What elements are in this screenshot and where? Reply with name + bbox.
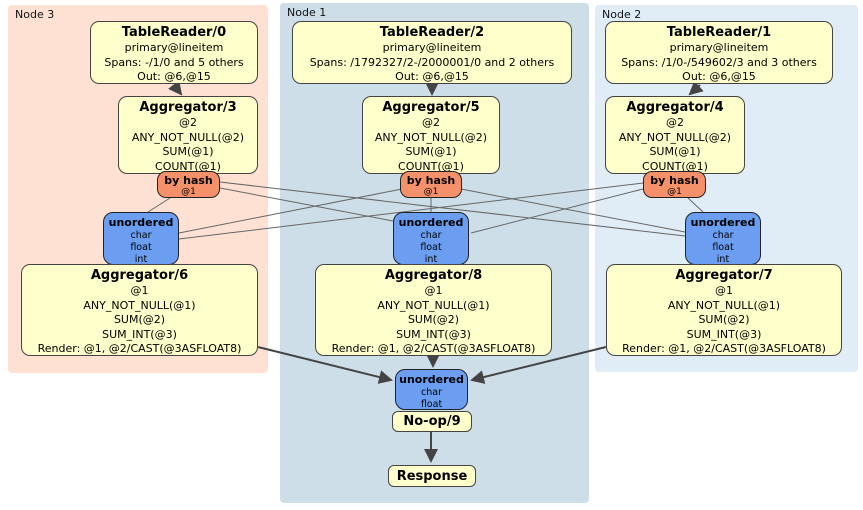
sync-line: char (421, 387, 442, 398)
router-title: by hash (164, 174, 213, 187)
sync-title: unordered (398, 216, 464, 229)
processor-line: @2 (179, 116, 197, 129)
sync-line: float (420, 399, 443, 410)
node-1-label: Node 1 (287, 6, 327, 19)
sync-line: float (130, 242, 152, 253)
sync-title: unordered (399, 373, 464, 386)
aggregator-5-box: Aggregator/5 @2 ANY_NOT_NULL(@2) SUM(@1)… (362, 96, 500, 174)
sync-line: int (716, 254, 730, 265)
sync-line: char (130, 230, 152, 241)
processor-title: Aggregator/7 (675, 268, 773, 283)
processor-title: Aggregator/4 (626, 100, 724, 115)
processor-line: Out: @6,@15 (682, 70, 756, 83)
processor-line: @1 (715, 284, 733, 297)
aggregator-4-box: Aggregator/4 @2 ANY_NOT_NULL(@2) SUM(@1)… (605, 96, 745, 174)
processor-line: @1 (424, 284, 443, 297)
node-2-label: Node 2 (602, 8, 642, 21)
sync-title: unordered (690, 216, 756, 229)
unordered-sync-node2: unordered char float int (685, 212, 761, 265)
processor-line: @2 (422, 116, 440, 129)
router-title: by hash (650, 174, 699, 187)
processor-line: SUM(@2) (113, 313, 166, 326)
processor-line: SUM(@2) (407, 313, 460, 326)
processor-title: TableReader/1 (666, 25, 772, 40)
processor-line: SUM(@1) (162, 145, 214, 158)
processor-line: COUNT(@1) (642, 159, 708, 173)
processor-line: primary@lineitem (124, 41, 224, 54)
tablereader-1-box: TableReader/1 primary@lineitem Spans: /1… (605, 21, 833, 84)
processor-line: Render: @1, @2/CAST(@3ASFLOAT8) (622, 342, 826, 355)
router-subtitle: @1 (667, 187, 682, 197)
sync-line: float (712, 242, 734, 253)
processor-line: COUNT(@1) (398, 159, 464, 173)
processor-line: SUM(@2) (698, 313, 750, 326)
sync-title: unordered (108, 216, 174, 229)
processor-title: Aggregator/6 (90, 268, 189, 283)
processor-line: ANY_NOT_NULL(@2) (618, 130, 732, 144)
noop-9-box: No-op/9 (392, 411, 472, 432)
processor-line: SUM_INT(@3) (686, 327, 762, 341)
router-subtitle: @1 (423, 187, 439, 197)
hash-router-node2: by hash @1 (643, 171, 706, 198)
processor-line: @2 (666, 116, 684, 129)
sync-line: char (420, 230, 442, 241)
response-box: Response (388, 465, 476, 487)
tablereader-2-box: TableReader/2 primary@lineitem Spans: /1… (292, 21, 572, 84)
hash-router-node3: by hash @1 (157, 171, 220, 198)
processor-line: primary@lineitem (669, 41, 769, 54)
hash-router-node1: by hash @1 (400, 171, 462, 198)
processor-line: SUM(@1) (649, 145, 701, 158)
processor-line: Out: @6,@15 (137, 70, 211, 83)
processor-title: TableReader/0 (121, 25, 227, 40)
processor-line: ANY_NOT_NULL(@2) (131, 130, 245, 144)
unordered-sync-final: unordered char float (395, 369, 468, 410)
processor-line: Spans: /1792327/2-/2000001/0 and 2 other… (309, 55, 555, 69)
tablereader-0-box: TableReader/0 primary@lineitem Spans: -/… (90, 21, 258, 84)
aggregator-7-box: Aggregator/7 @1 ANY_NOT_NULL(@1) SUM(@2)… (606, 264, 842, 356)
processor-title: Aggregator/3 (139, 100, 237, 115)
processor-line: ANY_NOT_NULL(@1) (667, 298, 781, 312)
processor-title: TableReader/2 (379, 25, 485, 40)
processor-line: COUNT(@1) (155, 159, 221, 173)
processor-line: SUM_INT(@3) (396, 327, 471, 341)
processor-title: Response (396, 468, 468, 484)
router-title: by hash (406, 174, 456, 187)
processor-line: Spans: /1/0-/549602/3 and 3 others (621, 55, 817, 69)
unordered-sync-node1: unordered char float int (393, 212, 469, 265)
processor-title: Aggregator/5 (382, 100, 480, 115)
aggregator-3-box: Aggregator/3 @2 ANY_NOT_NULL(@2) SUM(@1)… (118, 96, 258, 174)
aggregator-6-box: Aggregator/6 @1 ANY_NOT_NULL(@1) SUM(@2)… (21, 264, 258, 356)
processor-title: Aggregator/8 (384, 268, 483, 283)
processor-line: ANY_NOT_NULL(@1) (83, 298, 196, 312)
aggregator-8-box: Aggregator/8 @1 ANY_NOT_NULL(@1) SUM(@2)… (315, 264, 552, 356)
processor-line: Render: @1, @2/CAST(@3ASFLOAT8) (37, 342, 242, 355)
router-subtitle: @1 (181, 187, 196, 197)
sync-line: float (420, 242, 442, 253)
processor-line: SUM(@1) (405, 145, 457, 158)
processor-title: No-op/9 (403, 414, 461, 429)
sync-line: int (134, 254, 148, 265)
processor-line: SUM_INT(@3) (102, 327, 177, 341)
sync-line: int (424, 254, 438, 265)
sync-line: char (712, 230, 734, 241)
processor-line: Spans: -/1/0 and 5 others (104, 55, 244, 69)
unordered-sync-node3: unordered char float int (103, 212, 179, 265)
processor-line: Render: @1, @2/CAST(@3ASFLOAT8) (331, 342, 536, 355)
processor-line: ANY_NOT_NULL(@2) (374, 130, 488, 144)
node-3-label: Node 3 (15, 8, 55, 21)
processor-line: Out: @6,@15 (395, 70, 469, 83)
processor-line: primary@lineitem (382, 41, 482, 54)
processor-line: ANY_NOT_NULL(@1) (377, 298, 490, 312)
processor-line: @1 (130, 284, 149, 297)
